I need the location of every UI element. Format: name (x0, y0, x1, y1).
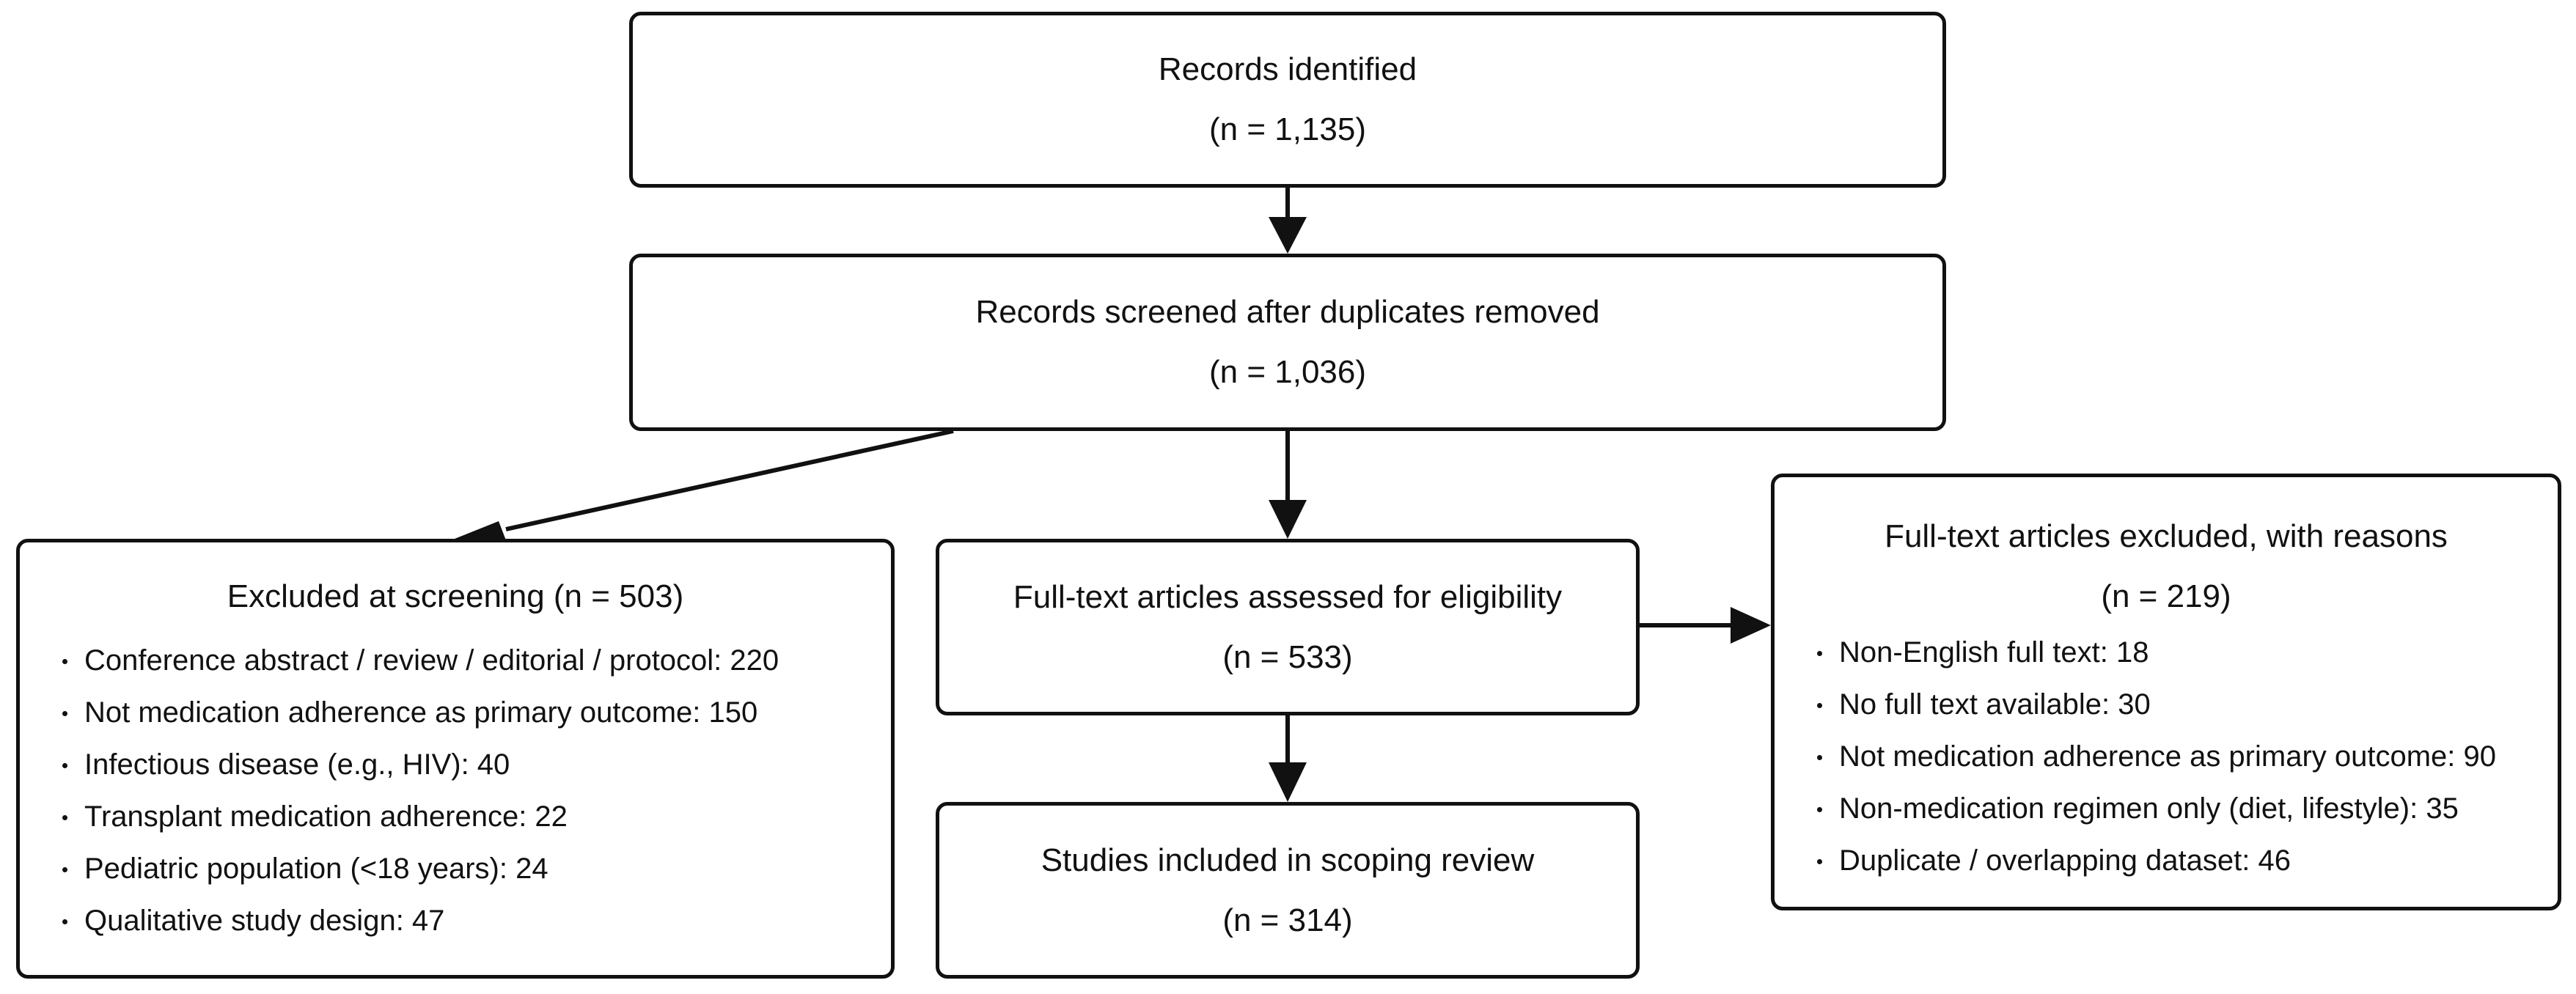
list-item: Conference abstract / review / editorial… (62, 635, 891, 687)
list-item: Infectious disease (e.g., HIV): 40 (62, 739, 891, 791)
records-screened-box: Records screened after duplicates remove… (629, 254, 1946, 431)
list-item: Non-English full text: 18 (1817, 627, 2558, 679)
list-item: Pediatric population (<18 years): 24 (62, 843, 891, 895)
fulltext-excluded-count: (n = 219) (2101, 578, 2231, 614)
records-screened-count: (n = 1,036) (1208, 354, 1367, 390)
arrow-screened-to-excluded (505, 429, 954, 531)
list-item: No full text available: 30 (1817, 679, 2558, 731)
studies-included-count: (n = 314) (1222, 902, 1353, 938)
studies-included-box: Studies included in scoping review (n = … (936, 802, 1640, 979)
arrowhead-included (1269, 762, 1307, 802)
arrowhead-fulltext-assessed (1269, 500, 1307, 539)
fulltext-excluded-reasons: Non-English full text: 18 No full text a… (1817, 627, 2558, 887)
list-item: Qualitative study design: 47 (62, 895, 891, 947)
arrowhead-fulltext-excluded (1731, 607, 1771, 644)
list-item: Transplant medication adherence: 22 (62, 791, 891, 843)
list-item: Not medication adherence as primary outc… (1817, 731, 2558, 783)
studies-included-title: Studies included in scoping review (1041, 842, 1535, 878)
records-identified-title: Records identified (1158, 51, 1417, 87)
records-screened-title: Records screened after duplicates remove… (975, 294, 1600, 330)
fulltext-excluded-box: Full-text articles excluded, with reason… (1771, 474, 2561, 910)
fulltext-assessed-box: Full-text articles assessed for eligibil… (936, 539, 1640, 715)
list-item: Duplicate / overlapping dataset: 46 (1817, 835, 2558, 887)
fulltext-excluded-title: Full-text articles excluded, with reason… (1885, 518, 2448, 554)
excluded-at-screening-box: Excluded at screening (n = 503) Conferen… (16, 539, 895, 979)
list-item: Not medication adherence as primary outc… (62, 687, 891, 739)
excluded-at-screening-reasons: Conference abstract / review / editorial… (62, 635, 891, 947)
arrowhead-screened (1269, 217, 1307, 254)
fulltext-assessed-title: Full-text articles assessed for eligibil… (1013, 578, 1563, 615)
arrowhead-excluded-screening (451, 521, 506, 540)
list-item: Non-medication regimen only (diet, lifes… (1817, 783, 2558, 835)
fulltext-assessed-count: (n = 533) (1222, 638, 1353, 675)
records-identified-count: (n = 1,135) (1208, 111, 1367, 147)
records-identified-box: Records identified (n = 1,135) (629, 12, 1946, 188)
excluded-at-screening-title: Excluded at screening (n = 503) (227, 578, 684, 614)
